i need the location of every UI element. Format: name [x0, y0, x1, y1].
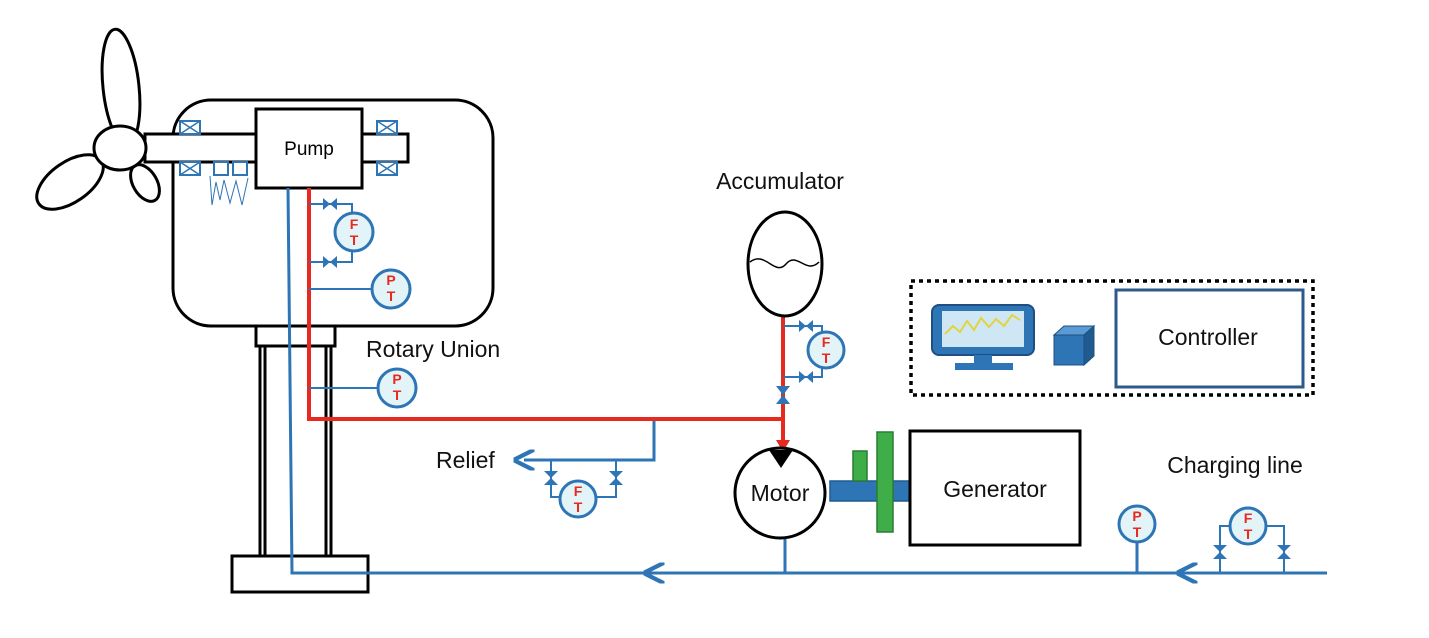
valve-icon — [544, 471, 558, 485]
valve-icon — [799, 371, 813, 383]
valve-icon — [1277, 545, 1291, 559]
isolation-valve-icon — [776, 386, 790, 404]
coupling-flange — [876, 431, 894, 533]
valve-icon — [609, 471, 623, 485]
bearing-icon — [376, 161, 398, 176]
flow-transmitter-icon: F T — [806, 330, 846, 370]
controller-label: Controller — [1158, 324, 1258, 350]
pressure-transmitter-icon: P T — [370, 268, 412, 310]
valve-icon — [323, 198, 337, 210]
valve-icon — [323, 256, 337, 268]
svg-text:T: T — [350, 232, 359, 248]
relief-label: Relief — [436, 447, 495, 473]
pressure-transmitter-icon: P T — [376, 367, 418, 409]
bearings — [179, 120, 398, 206]
motor-label: Motor — [751, 480, 810, 506]
svg-text:T: T — [574, 499, 583, 515]
controller-box — [1114, 288, 1305, 389]
cpu-cube-icon — [1052, 324, 1096, 367]
svg-text:F: F — [350, 216, 359, 232]
flow-transmitter-icon: F T — [1228, 506, 1268, 546]
low-pressure-lines — [286, 187, 1327, 575]
svg-text:T: T — [393, 387, 402, 403]
valve-icon — [1213, 545, 1227, 559]
svg-text:T: T — [387, 288, 396, 304]
return-line — [286, 187, 1327, 575]
motor-circle — [733, 446, 827, 540]
svg-text:P: P — [386, 272, 395, 288]
pressure-transmitter-icon: P T — [1117, 504, 1157, 544]
controller-group-border — [909, 279, 1315, 397]
monitor-icon — [931, 304, 1035, 370]
pump-box — [254, 107, 364, 190]
accumulator-label: Accumulator — [716, 168, 844, 194]
svg-text:T: T — [1133, 524, 1142, 540]
pump-label: Pump — [284, 139, 334, 160]
bearing-icon — [179, 120, 201, 135]
relief-line — [526, 420, 656, 462]
generator-label: Generator — [943, 476, 1047, 502]
flow-transmitter-icon: F T — [558, 479, 598, 519]
pump-ft-loop — [309, 203, 353, 263]
rotor-icon — [35, 27, 161, 211]
tower — [230, 320, 370, 594]
rotary-union-label: Rotary Union — [366, 336, 500, 362]
coupling-key — [852, 450, 868, 482]
svg-text:F: F — [822, 334, 831, 350]
bearing-icon — [376, 120, 398, 135]
svg-text:T: T — [1244, 526, 1253, 542]
svg-text:F: F — [574, 483, 583, 499]
svg-text:P: P — [392, 371, 401, 387]
coupling-shaft — [829, 480, 915, 502]
flow-arrow-icon — [776, 440, 790, 452]
valve-icon — [799, 320, 813, 332]
svg-text:F: F — [1244, 510, 1253, 526]
bearing-icon — [179, 161, 201, 176]
accumulator-membrane — [749, 258, 820, 269]
generator-box — [908, 429, 1082, 547]
svg-text:P: P — [1132, 508, 1141, 524]
charging-line-label: Charging line — [1167, 452, 1303, 478]
flow-transmitter-icon: F T — [333, 211, 375, 253]
motor-direction-icon — [769, 450, 793, 468]
svg-text:T: T — [822, 350, 831, 366]
